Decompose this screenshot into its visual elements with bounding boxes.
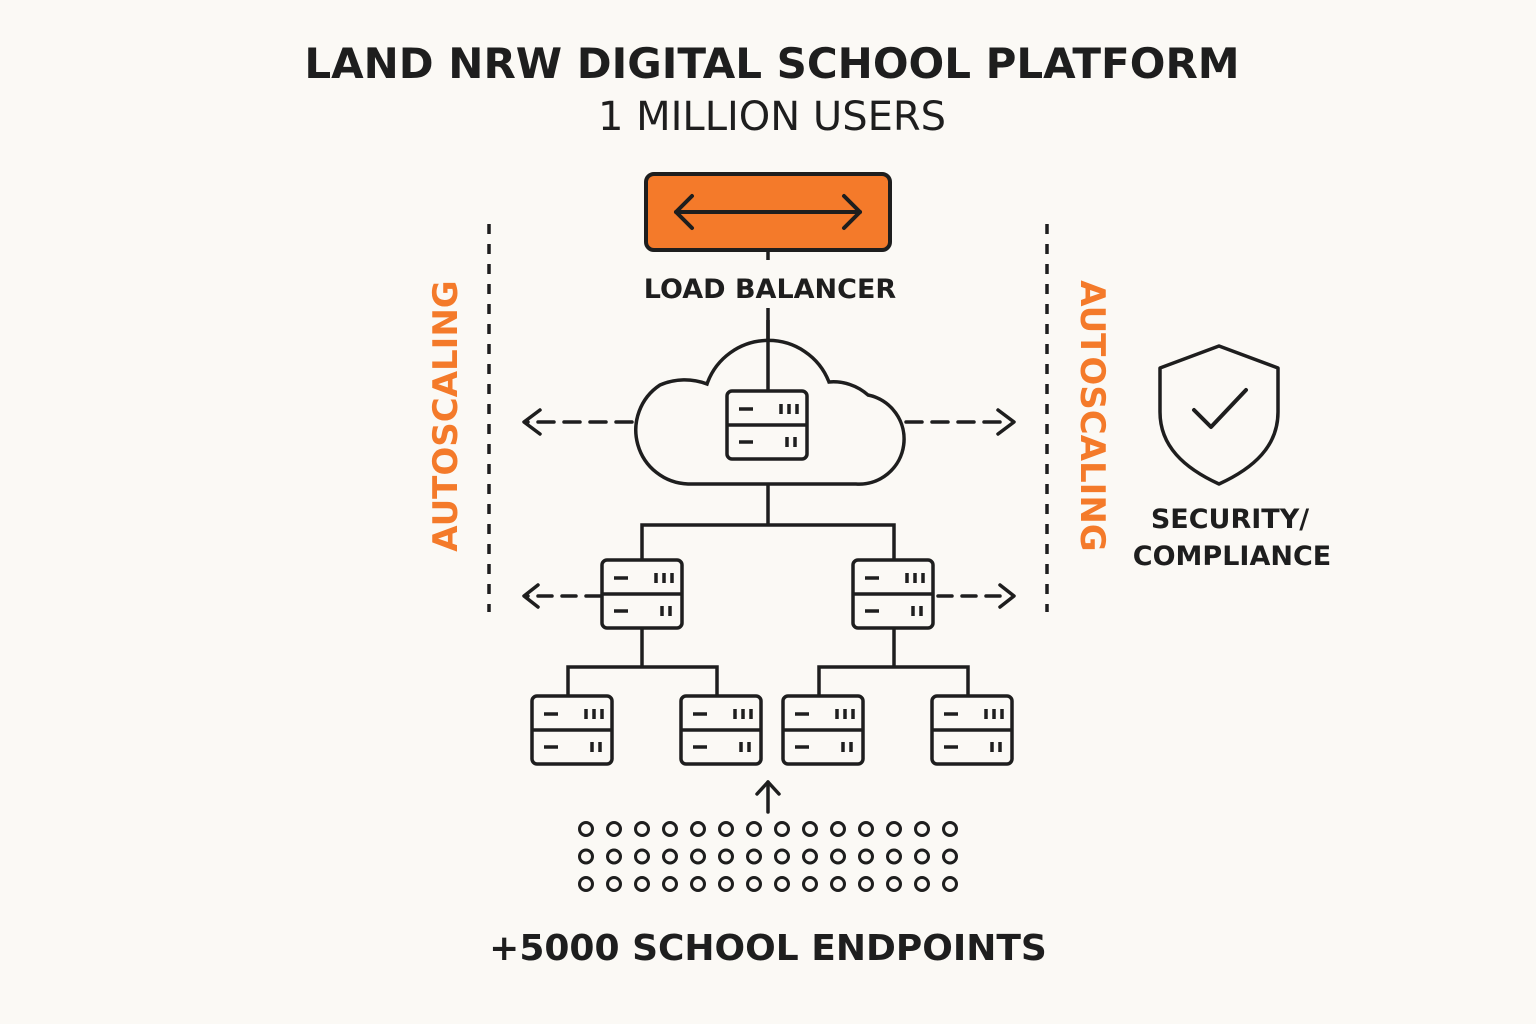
endpoint-dot <box>802 876 818 892</box>
endpoint-dot <box>606 821 622 837</box>
double-arrow-icon <box>674 194 862 230</box>
server-bottom-4-icon <box>930 694 1014 766</box>
endpoint-dot <box>886 848 902 865</box>
endpoint-dot <box>802 821 818 837</box>
endpoint-dot <box>690 876 706 892</box>
endpoint-dot <box>774 876 790 892</box>
endpoint-dot <box>914 848 930 865</box>
endpoint-dot <box>718 876 734 892</box>
endpoint-dot <box>914 821 930 837</box>
endpoint-dot <box>662 848 678 865</box>
endpoint-dot <box>634 821 650 837</box>
endpoint-dot <box>830 848 846 865</box>
endpoint-dot <box>886 876 902 892</box>
endpoint-dot <box>774 848 790 865</box>
endpoint-dot <box>606 876 622 892</box>
endpoint-dot <box>746 848 762 865</box>
endpoint-dot <box>914 876 930 892</box>
cloud-server-icon <box>725 389 809 461</box>
endpoint-dot <box>578 821 594 837</box>
server-bottom-2-icon <box>679 694 763 766</box>
endpoint-dot <box>858 821 874 837</box>
endpoint-dot <box>634 876 650 892</box>
endpoint-dot <box>690 821 706 837</box>
security-label-line2: COMPLIANCE <box>1133 541 1331 572</box>
connector-lines <box>566 250 970 696</box>
page-title: LAND NRW DIGITAL SCHOOL PLATFORM <box>304 39 1239 88</box>
endpoint-dot <box>662 821 678 837</box>
endpoint-dot <box>802 848 818 865</box>
autoscaling-boundaries <box>487 224 1049 612</box>
page-subtitle: 1 MILLION USERS <box>598 94 946 140</box>
endpoint-dot <box>830 821 846 837</box>
endpoint-dot <box>774 821 790 837</box>
endpoint-dot <box>942 821 958 837</box>
server-mid-left-icon <box>600 558 684 630</box>
shield-check-icon <box>1158 344 1280 486</box>
endpoint-dot <box>578 848 594 865</box>
endpoint-dot <box>886 821 902 837</box>
scaling-arrows <box>522 408 1016 609</box>
endpoint-dot <box>942 848 958 865</box>
endpoint-dot <box>634 848 650 865</box>
load-balancer-label: LOAD BALANCER <box>644 274 897 305</box>
up-arrow-icon <box>755 780 781 814</box>
endpoint-dot <box>718 821 734 837</box>
endpoint-dot <box>690 848 706 865</box>
endpoint-dot <box>746 876 762 892</box>
endpoint-dot <box>942 876 958 892</box>
endpoints-label: +5000 SCHOOL ENDPOINTS <box>489 928 1047 969</box>
endpoint-dots <box>578 821 958 892</box>
server-bottom-1-icon <box>530 694 614 766</box>
load-balancer <box>644 172 892 252</box>
endpoint-dot <box>858 876 874 892</box>
endpoint-dot <box>718 848 734 865</box>
endpoint-dot <box>858 848 874 865</box>
endpoint-dot <box>746 821 762 837</box>
server-bottom-3-icon <box>781 694 865 766</box>
endpoint-dot <box>830 876 846 892</box>
endpoint-dot <box>606 848 622 865</box>
security-label-line1: SECURITY/ <box>1151 504 1309 535</box>
autoscaling-left-label: AUTOSCALING <box>426 280 466 551</box>
endpoint-dot <box>662 876 678 892</box>
server-mid-right-icon <box>851 558 935 630</box>
autoscaling-right-label: AUTOSCALING <box>1072 280 1112 551</box>
endpoint-dot <box>578 876 594 892</box>
